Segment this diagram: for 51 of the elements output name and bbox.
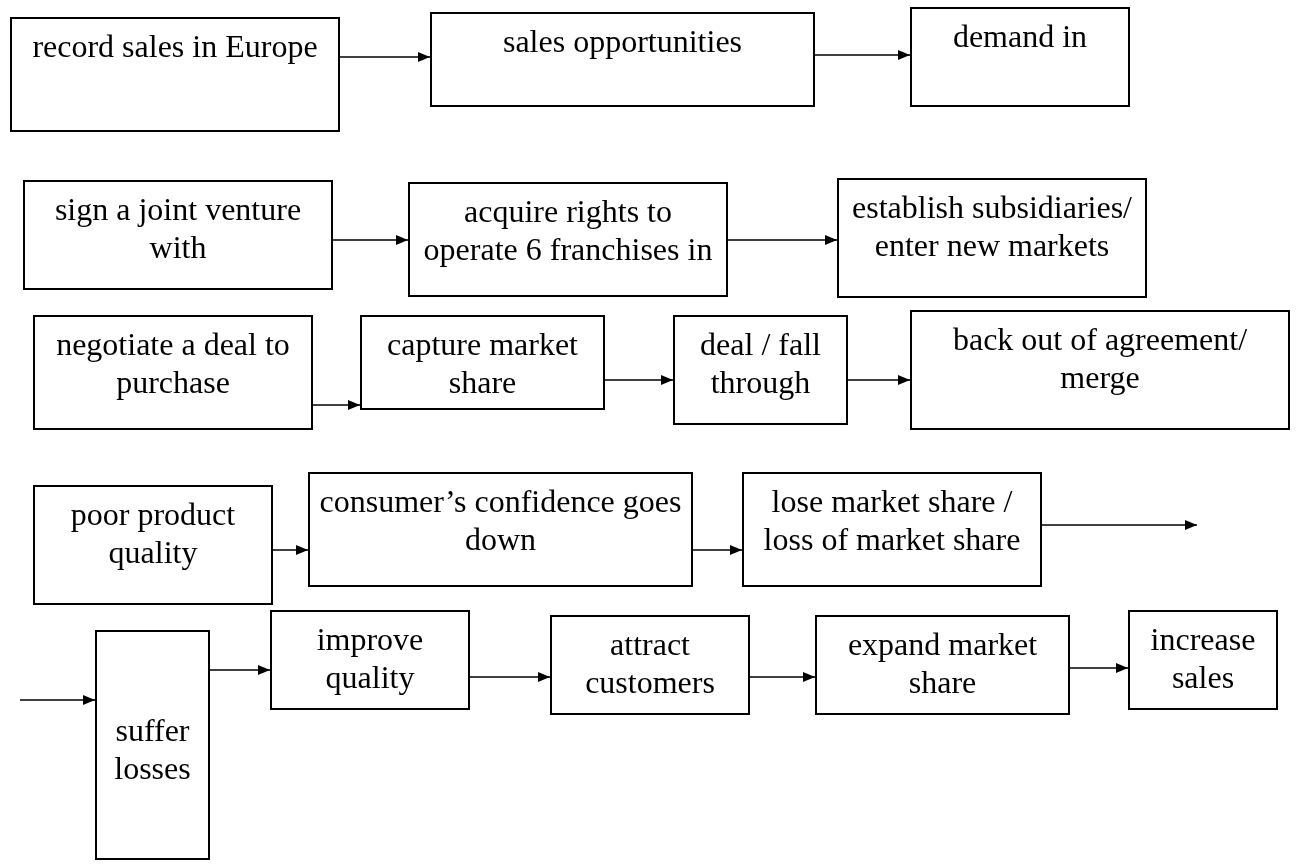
box-label: expand market share [846, 625, 1039, 701]
arrow [469, 672, 551, 682]
box-label: sign a joint venture with [53, 190, 303, 266]
process-box [308, 472, 693, 587]
arrow [332, 235, 409, 245]
arrow [339, 52, 431, 62]
box-label: back out of agreement/ merge [951, 320, 1249, 396]
arrow [1069, 663, 1129, 673]
process-box [408, 182, 728, 297]
box-label: increase sales [1149, 620, 1257, 696]
box-label: consumer’s confidence goes down [318, 482, 683, 558]
box-label: suffer losses [113, 711, 192, 787]
box-label: establish subsidiaries/ enter new markets [851, 188, 1133, 264]
box-label: lose market share / loss of market share [762, 482, 1022, 558]
process-box [673, 315, 848, 425]
arrow [749, 672, 816, 682]
arrow [847, 375, 911, 385]
box-label: demand in [952, 17, 1088, 55]
process-box [837, 178, 1147, 298]
process-box [33, 315, 313, 430]
arrow [272, 545, 309, 555]
box-label: attract customers [584, 625, 716, 701]
process-box [910, 310, 1290, 430]
box-label: capture market share [386, 325, 579, 401]
process-box [1128, 610, 1278, 710]
box-label: acquire rights to operate 6 franchises in [422, 192, 714, 268]
arrow [312, 400, 361, 410]
process-box [23, 180, 333, 290]
arrow [19, 695, 96, 705]
process-box [550, 615, 750, 715]
box-label: record sales in Europe [32, 27, 318, 65]
process-box [815, 615, 1070, 715]
process-box [10, 17, 340, 132]
box-label: deal / fall through [699, 325, 822, 401]
process-box [360, 315, 605, 410]
box-label: improve quality [315, 620, 425, 696]
process-box [270, 610, 470, 710]
arrow [692, 545, 743, 555]
box-label: sales opportunities [502, 22, 743, 60]
box-label: poor product quality [69, 495, 237, 571]
process-box [33, 485, 273, 605]
arrow [814, 50, 911, 60]
arrow [604, 375, 674, 385]
arrow [209, 665, 271, 675]
box-label: negotiate a deal to purchase [55, 325, 291, 401]
process-box [910, 7, 1130, 107]
arrow [1041, 520, 1198, 530]
process-box [95, 630, 210, 860]
process-box [430, 12, 815, 107]
arrow [727, 235, 838, 245]
process-box [742, 472, 1042, 587]
